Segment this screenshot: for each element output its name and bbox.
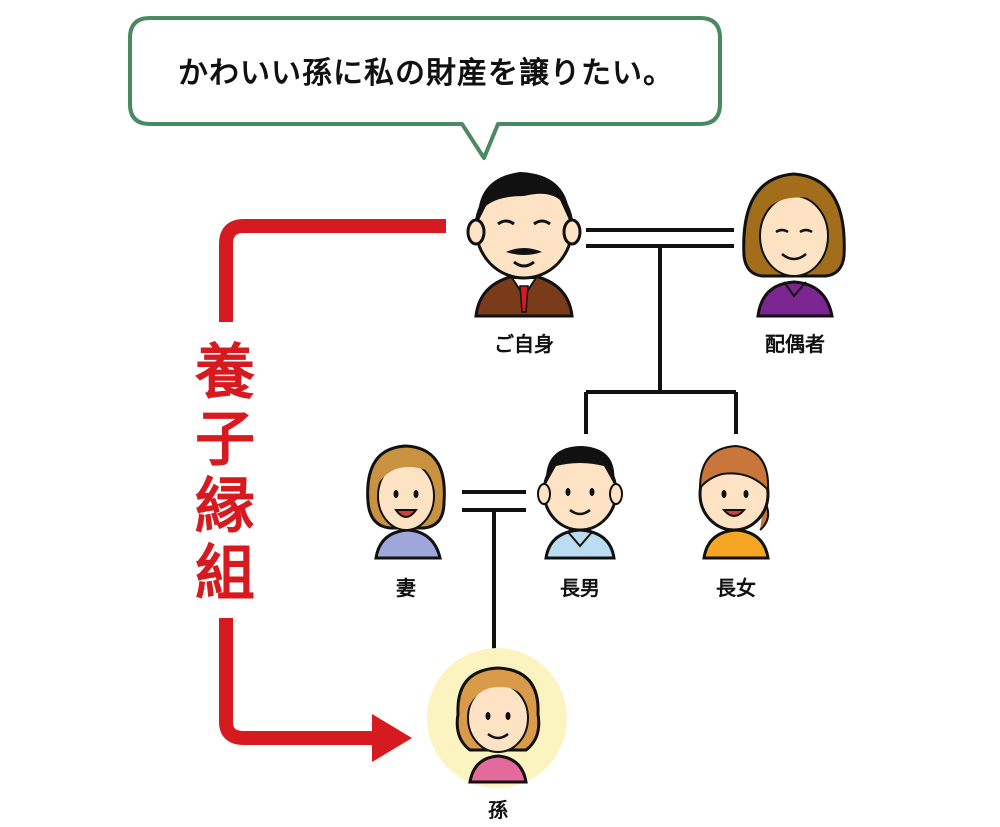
self-label: ご自身 — [494, 332, 554, 356]
adoption-char-4: 組 — [195, 539, 255, 609]
eldest-daughter-figure — [698, 444, 770, 560]
adoption-arrowhead — [372, 714, 412, 762]
adoption-char-3: 縁 — [195, 472, 255, 542]
speech-bubble — [128, 16, 722, 160]
adoption-char-1: 養 — [195, 338, 255, 408]
spouse-figure — [742, 172, 846, 318]
adoption-arrow — [219, 219, 446, 745]
family-lines — [462, 228, 738, 660]
grandchild-figure — [455, 666, 541, 784]
adoption-label: 養 子 縁 組 — [180, 340, 270, 608]
spouse-label: 配偶者 — [765, 332, 825, 356]
eldest-daughter-label: 長女 — [716, 576, 756, 600]
wife-label: 妻 — [396, 576, 416, 600]
adoption-char-2: 子 — [195, 405, 255, 475]
grandchild-label: 孫 — [488, 798, 508, 822]
eldest-son-label: 長男 — [560, 576, 600, 600]
eldest-son-figure — [537, 446, 623, 560]
speech-bubble-text: かわいい孫に私の財産を譲りたい。 — [178, 56, 674, 91]
self-figure — [466, 172, 582, 318]
wife-figure — [366, 444, 446, 560]
